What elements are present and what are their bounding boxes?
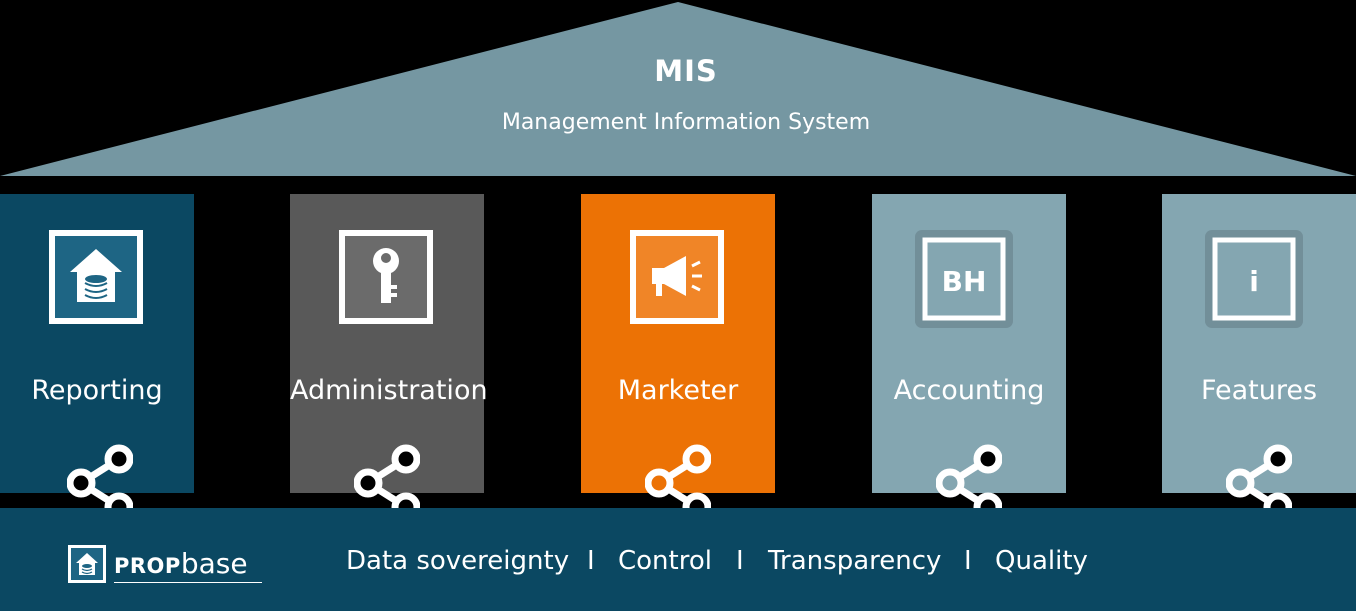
house-database-icon bbox=[49, 230, 143, 324]
foundation-base: PROPbase Data sovereignty I Control I Tr… bbox=[0, 508, 1356, 611]
value-separator: I bbox=[736, 546, 744, 576]
pillar-accounting[interactable]: BH Accounting bbox=[872, 194, 1066, 493]
roof-subtitle: Management Information System bbox=[501, 110, 871, 135]
pillar-label-marketer: Marketer bbox=[617, 375, 739, 406]
info-icon: i bbox=[1205, 230, 1303, 328]
logo-base-text: base bbox=[180, 547, 248, 580]
propbase-logo-text: PROPbase bbox=[114, 548, 248, 582]
share-icon[interactable] bbox=[645, 443, 711, 523]
svg-text:i: i bbox=[1249, 265, 1259, 298]
pillar-label-accounting: Accounting bbox=[893, 375, 1045, 406]
megaphone-icon bbox=[630, 230, 724, 324]
pillar-administration[interactable]: Administration bbox=[290, 194, 488, 493]
value-separator: I bbox=[964, 546, 972, 576]
value-item: Control bbox=[618, 546, 712, 576]
logo-underline bbox=[114, 582, 262, 583]
logo-prop-text: PROP bbox=[114, 554, 181, 578]
pillar-reporting[interactable]: Reporting bbox=[0, 194, 194, 493]
bh-icon: BH bbox=[915, 230, 1013, 328]
value-item: Data sovereignty bbox=[346, 546, 570, 576]
share-icon[interactable] bbox=[936, 443, 1002, 523]
pillar-features[interactable]: i Features bbox=[1162, 194, 1356, 493]
roof-shape bbox=[0, 2, 1356, 176]
value-item: Transparency bbox=[768, 546, 942, 576]
pillar-label-features: Features bbox=[1200, 375, 1318, 406]
value-separator: I bbox=[587, 546, 595, 576]
key-icon bbox=[339, 230, 433, 324]
pillar-marketer[interactable]: Marketer bbox=[581, 194, 775, 493]
pillar-label-reporting: Reporting bbox=[31, 375, 163, 406]
propbase-logo[interactable]: PROPbase bbox=[68, 544, 264, 590]
value-item: Quality bbox=[995, 546, 1088, 576]
propbase-logo-icon bbox=[68, 545, 106, 583]
roof-title: MIS bbox=[654, 54, 718, 88]
pillar-label-administration: Administration bbox=[290, 375, 488, 406]
svg-text:BH: BH bbox=[942, 265, 987, 298]
